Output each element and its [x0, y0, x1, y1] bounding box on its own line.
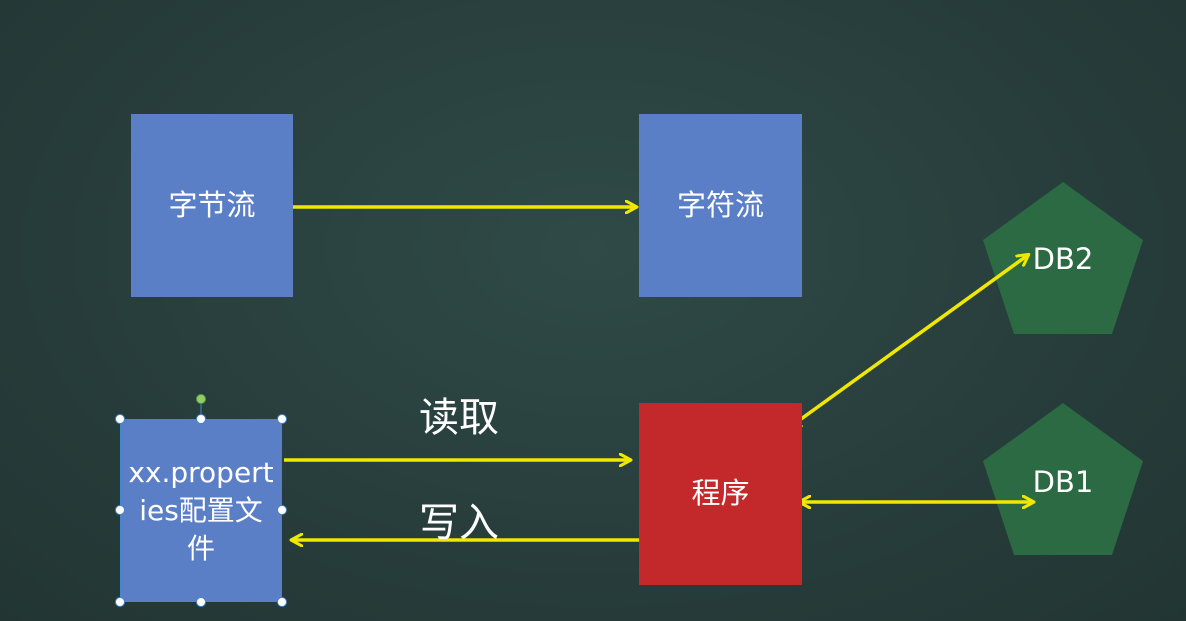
properties-file-label: xx.properties配置文件 [128, 455, 274, 565]
byte-stream-box[interactable]: 字节流 [131, 114, 293, 297]
resize-handle-middle-right[interactable] [277, 505, 287, 515]
byte-stream-label: 字节流 [168, 187, 256, 222]
resize-handle-bottom-center[interactable] [196, 597, 206, 607]
properties-file-box[interactable]: xx.properties配置文件 [120, 419, 282, 602]
db2-label: DB2 [1032, 242, 1094, 276]
read-label: 读取 [419, 395, 499, 441]
resize-handle-top-left[interactable] [115, 414, 125, 424]
char-stream-label: 字符流 [676, 187, 764, 222]
program-box[interactable]: 程序 [639, 403, 802, 585]
rotation-handle[interactable] [196, 394, 206, 404]
arrow-program-db2 [790, 255, 1028, 427]
selection-frame [120, 419, 282, 602]
char-stream-box[interactable]: 字符流 [639, 114, 802, 297]
program-label: 程序 [691, 476, 750, 511]
resize-handle-top-center[interactable] [196, 414, 206, 424]
db1-pentagon[interactable] [983, 403, 1143, 555]
resize-handle-middle-left[interactable] [115, 505, 125, 515]
write-label: 写入 [419, 500, 499, 546]
resize-handle-bottom-left[interactable] [115, 597, 125, 607]
db1-label: DB1 [1032, 465, 1094, 499]
resize-handle-top-right[interactable] [277, 414, 287, 424]
resize-handle-bottom-right[interactable] [277, 597, 287, 607]
